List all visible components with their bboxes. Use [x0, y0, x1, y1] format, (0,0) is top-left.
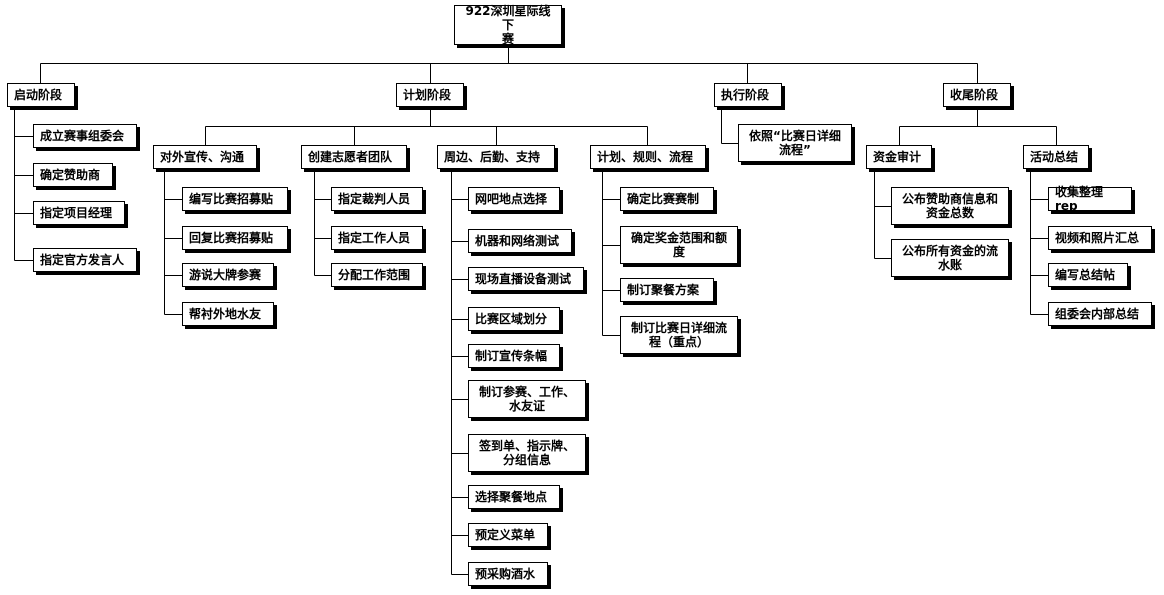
phase-execution: 执行阶段 — [714, 83, 782, 107]
logistics-item: 选择聚餐地点 — [468, 485, 560, 509]
closing-group-summary: 活动总结 — [1023, 145, 1089, 169]
logistics-item: 网吧地点选择 — [468, 187, 560, 211]
execution-item: 依照“比赛日详细 流程” — [738, 124, 852, 162]
logistics-item: 现场直播设备测试 — [468, 267, 584, 291]
logistics-item: 预采购酒水 — [468, 562, 548, 586]
publicity-item: 游说大牌参赛 — [182, 263, 274, 287]
planning-group-volunteers: 创建志愿者团队 — [301, 145, 407, 169]
logistics-item: 机器和网络测试 — [468, 229, 572, 253]
logistics-item: 制订宣传条幅 — [468, 344, 560, 368]
logistics-item: 预定义菜单 — [468, 523, 548, 547]
publicity-item: 编写比赛招募贴 — [182, 187, 288, 211]
phase-startup: 启动阶段 — [7, 83, 75, 107]
planning-group-publicity: 对外宣传、沟通 — [153, 145, 257, 169]
startup-item: 确定赞助商 — [33, 163, 113, 187]
volunteers-item: 分配工作范围 — [331, 263, 423, 287]
publicity-item: 帮衬外地水友 — [182, 302, 274, 326]
logistics-item: 制订参赛、工作、 水友证 — [468, 380, 586, 418]
root-node: 922深圳星际线下 赛 — [454, 4, 562, 46]
summary-item: 编写总结帖 — [1048, 263, 1128, 287]
volunteers-item: 指定裁判人员 — [331, 187, 423, 211]
summary-item: 视频和照片汇总 — [1048, 226, 1152, 250]
audit-item: 公布所有资金的流 水账 — [891, 239, 1009, 277]
planning-group-logistics: 周边、后勤、支持 — [437, 145, 555, 169]
logistics-item: 签到单、指示牌、 分组信息 — [468, 434, 586, 472]
rules-item: 确定比赛赛制 — [620, 187, 714, 211]
startup-item: 指定官方发言人 — [33, 248, 137, 272]
planning-group-rules: 计划、规则、流程 — [590, 145, 706, 169]
phase-planning: 计划阶段 — [396, 83, 464, 107]
volunteers-item: 指定工作人员 — [331, 226, 423, 250]
rules-item: 制订聚餐方案 — [620, 278, 714, 302]
summary-item: 组委会内部总结 — [1048, 302, 1152, 326]
summary-item: 收集整理rep — [1048, 185, 1132, 213]
publicity-item: 回复比赛招募贴 — [182, 226, 288, 250]
startup-item: 指定项目经理 — [33, 201, 125, 225]
closing-group-audit: 资金审计 — [866, 145, 932, 169]
audit-item: 公布赞助商信息和 资金总数 — [891, 187, 1009, 225]
logistics-item: 比赛区域划分 — [468, 307, 560, 331]
rules-item: 确定奖金范围和额 度 — [620, 226, 738, 264]
rules-item: 制订比赛日详细流 程（重点） — [620, 316, 738, 354]
startup-item: 成立赛事组委会 — [33, 124, 137, 148]
phase-closing: 收尾阶段 — [943, 83, 1011, 107]
